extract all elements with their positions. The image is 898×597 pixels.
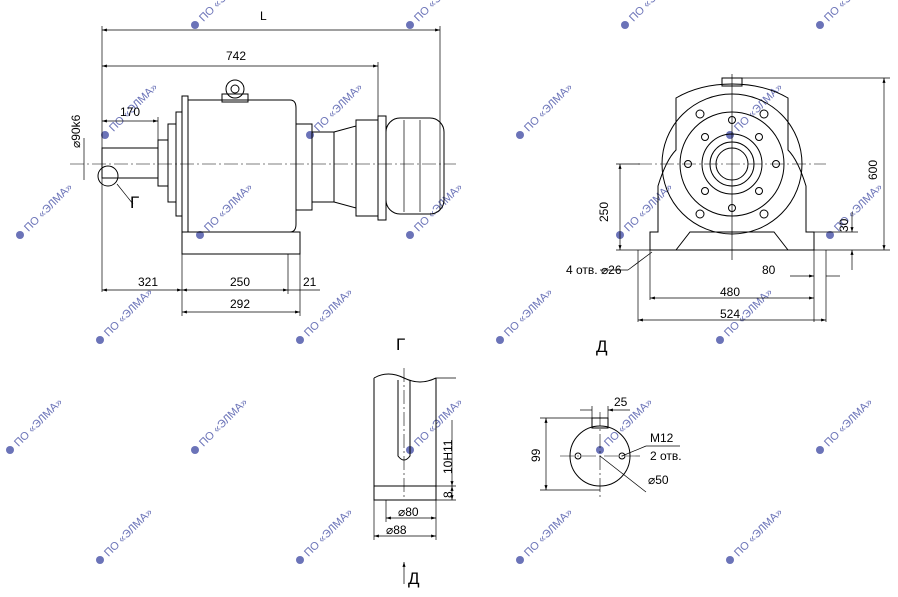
dim-d2: ⌀88 — [386, 523, 407, 537]
watermark: ПО «ЭЛМА» — [726, 506, 785, 564]
thread-qty: 2 отв. — [650, 449, 682, 463]
dim-left-offset: 321 — [138, 275, 158, 289]
watermark: ПО «ЭЛМА» — [516, 506, 575, 564]
section-mark-g: Г — [130, 193, 139, 212]
watermark: ПО «ЭЛМА» — [816, 396, 875, 454]
gear-logo-icon — [96, 336, 104, 344]
watermark: ПО «ЭЛМА» — [296, 286, 355, 344]
dim-key-width: 10H11 — [441, 439, 455, 474]
dim-foot-height: 30 — [837, 218, 851, 232]
dim-height: 600 — [866, 160, 880, 180]
gear-logo-icon — [596, 446, 604, 454]
view-title-d: Д — [596, 337, 608, 356]
gear-logo-icon — [726, 556, 734, 564]
watermark-text: ПО «ЭЛМА» — [197, 0, 250, 24]
side-view: L 742 170 ⌀90k6 Г 321 250 21 292 — [69, 9, 456, 316]
dim-edge: 80 — [762, 263, 776, 277]
watermark: ПО «ЭЛМА» — [826, 181, 885, 239]
gear-logo-icon — [296, 556, 304, 564]
gear-logo-icon — [196, 231, 204, 239]
watermark: ПО «ЭЛМА» — [96, 506, 155, 564]
dim-shaft-diameter: ⌀90k6 — [69, 114, 83, 148]
watermark-text: ПО «ЭЛМА» — [732, 506, 785, 559]
watermark: ПО «ЭЛМА» — [96, 286, 155, 344]
watermark-text: ПО «ЭЛМА» — [627, 0, 680, 24]
holes-note: 4 отв. ⌀26 — [566, 263, 622, 277]
watermark-text: ПО «ЭЛМА» — [602, 396, 655, 449]
gear-logo-icon — [516, 131, 524, 139]
view-arrow-d: Д — [408, 569, 420, 588]
watermark: ПО «ЭЛМА» — [296, 506, 355, 564]
dim-key-depth: 8 — [441, 491, 455, 498]
gear-logo-icon — [191, 21, 199, 29]
dim-base: 292 — [230, 297, 250, 311]
watermark-text: ПО «ЭЛМА» — [822, 0, 875, 24]
dim-axis-height: 250 — [597, 202, 611, 222]
gear-logo-icon — [16, 231, 24, 239]
watermark-text: ПО «ЭЛМА» — [522, 81, 575, 134]
section-title-g: Г — [396, 335, 405, 354]
watermark: ПО «ЭЛМА» — [196, 181, 255, 239]
gear-logo-icon — [516, 556, 524, 564]
dim-right-offset: 21 — [303, 275, 317, 289]
dim-holes-span: 480 — [720, 285, 740, 299]
gear-logo-icon — [191, 446, 199, 454]
gear-logo-icon — [5, 446, 14, 454]
watermark: ПО «ЭЛМА» — [406, 0, 465, 29]
gear-logo-icon — [826, 231, 834, 239]
watermark-text: ПО «ЭЛМА» — [312, 81, 365, 134]
dim-width: 524 — [720, 307, 740, 321]
watermark: ПО «ЭЛМА» — [191, 0, 250, 29]
watermark: ПО «ЭЛМА» — [191, 396, 250, 454]
flange-view: 25 99 М12 2 отв. ⌀50 — [529, 395, 682, 500]
watermark: ПО «ЭЛМА» — [406, 181, 465, 239]
gear-logo-icon — [816, 21, 824, 29]
gear-logo-icon — [406, 21, 414, 29]
gear-logo-icon — [716, 336, 724, 344]
watermark-text: ПО «ЭЛМА» — [202, 181, 255, 234]
watermark-text: ПО «ЭЛМА» — [522, 506, 575, 559]
dim-L: L — [260, 9, 267, 23]
gear-logo-icon — [296, 336, 304, 344]
watermark: ПО «ЭЛМА» — [16, 181, 75, 239]
watermark-text: ПО «ЭЛМА» — [102, 506, 155, 559]
watermark: ПО «ЭЛМА» — [616, 181, 675, 239]
gear-logo-icon — [101, 131, 109, 139]
watermark: ПО «ЭЛМА» — [496, 286, 555, 344]
gear-logo-icon — [96, 556, 104, 564]
watermark-text: ПО «ЭЛМА» — [732, 81, 785, 134]
thread-label: М12 — [650, 431, 674, 445]
watermark: ПО «ЭЛМА» — [621, 0, 680, 29]
dim-mid: 250 — [230, 275, 250, 289]
dim-flange-width: 25 — [614, 395, 628, 409]
dim-shaft-length: 170 — [120, 105, 140, 119]
dim-overall: 742 — [226, 49, 246, 63]
watermark-text: ПО «ЭЛМА» — [302, 506, 355, 559]
watermark-text: ПО «ЭЛМА» — [12, 396, 65, 449]
watermark-text: ПО «ЭЛМА» — [22, 181, 75, 234]
watermark: ПО «ЭЛМА» — [406, 396, 465, 454]
dim-d1: ⌀80 — [398, 505, 419, 519]
watermark-text: ПО «ЭЛМА» — [412, 396, 465, 449]
gear-logo-icon — [621, 21, 629, 29]
gear-logo-icon — [816, 446, 824, 454]
watermark: ПО «ЭЛМА» — [5, 396, 65, 454]
watermark-text: ПО «ЭЛМА» — [302, 286, 355, 339]
dim-flange-height: 99 — [529, 448, 543, 462]
watermark-text: ПО «ЭЛМА» — [197, 396, 250, 449]
front-view: 600 250 30 4 отв. ⌀26 80 480 524 Д — [566, 74, 890, 356]
watermark: ПО «ЭЛМА» — [516, 81, 575, 139]
watermark: ПО «ЭЛМА» — [816, 0, 875, 29]
dim-flange-dia: ⌀50 — [648, 473, 669, 487]
gear-logo-icon — [306, 131, 314, 139]
watermark-text: ПО «ЭЛМА» — [412, 0, 465, 24]
watermark-text: ПО «ЭЛМА» — [102, 286, 155, 339]
gear-logo-icon — [406, 231, 414, 239]
section-g: Г 10H11 8 ⌀80 ⌀88 Д — [373, 335, 456, 588]
watermark-text: ПО «ЭЛМА» — [502, 286, 555, 339]
gear-logo-icon — [496, 336, 504, 344]
watermark-text: ПО «ЭЛМА» — [822, 396, 875, 449]
